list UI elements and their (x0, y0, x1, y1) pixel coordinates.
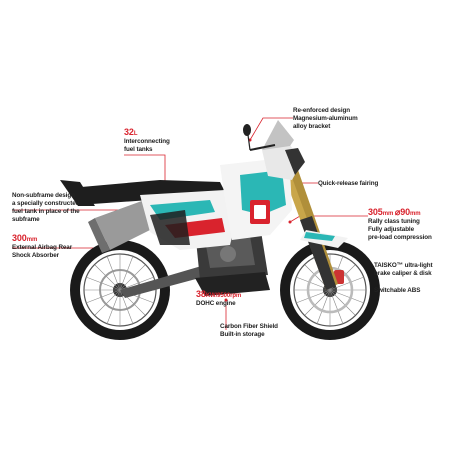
bracket-callout: Re-enforced design Magnesium-aluminum al… (293, 107, 358, 131)
shock-unit: mm (26, 237, 38, 243)
bracket-line-3: alloy bracket (293, 123, 331, 130)
swingarm (120, 262, 222, 298)
shock-line-1: External Airbag Rear (12, 244, 73, 251)
subframe-line-3: fuel tank in place of the (12, 208, 80, 215)
engine-line-1: DOHC engine (196, 300, 236, 307)
shield-callout: Carbon Fiber Shield Built-in storage (220, 323, 278, 339)
fork-value-2: 90 (400, 207, 410, 217)
fairing-callout: Quick-release fairing (318, 180, 378, 188)
engine-unit: KW/9500rpm (205, 293, 242, 299)
bodywork (60, 120, 348, 296)
fork-line-3: pre-load compression (368, 234, 432, 241)
front-wheel (280, 240, 380, 340)
bracket-line-1: Re-enforced design (293, 107, 350, 114)
fork-line-2: Fully adjustable (368, 226, 414, 233)
fork-unit-2: mm (410, 211, 421, 217)
fork-callout: 305mm ⌀90mm Rally class tuning Fully adj… (368, 208, 432, 242)
abs-line-1: Switchable ABS (374, 287, 421, 294)
shield-line-2: Built-in storage (220, 331, 265, 338)
shock-callout: 300mm External Airbag Rear Shock Absorbe… (12, 234, 72, 260)
abs-callout: Switchable ABS (374, 287, 420, 295)
fork-value-1: 305 (368, 207, 383, 217)
brake-callout: TAISKO™ ultra-light brake caliper & disk (374, 262, 433, 278)
fuel-line-1: Interconnecting (124, 138, 170, 145)
fuel-value: 32 (124, 127, 134, 137)
engine-value: 38 (196, 289, 206, 299)
fuel-unit: L (133, 131, 138, 137)
fork-line-1: Rally class tuning (368, 218, 420, 225)
fuel-line-2: fuel tanks (124, 146, 153, 153)
fuel-callout: 32L Interconnecting fuel tanks (124, 128, 170, 154)
shield-line-1: Carbon Fiber Shield (220, 323, 278, 330)
brake-line-1: TAISKO™ ultra-light (374, 262, 433, 269)
brake-line-2: brake caliper & disk (374, 270, 432, 277)
fork-unit-1: mm (382, 211, 394, 217)
subframe-callout: Non-subframe design a specially construc… (12, 192, 80, 224)
fairing-line-1: Quick-release fairing (318, 180, 379, 187)
subframe-line-2: a specially constructed (12, 200, 80, 207)
shock-value: 300 (12, 233, 27, 243)
bracket-line-2: Magnesium-aluminum (293, 115, 358, 122)
shock-line-2: Shock Absorber (12, 252, 60, 259)
subframe-line-1: Non-subframe design (12, 192, 75, 199)
engine-callout: 38KW/9500rpm DOHC engine (196, 290, 241, 308)
diameter-icon: ⌀ (394, 207, 401, 217)
subframe-line-4: subframe (12, 216, 40, 223)
